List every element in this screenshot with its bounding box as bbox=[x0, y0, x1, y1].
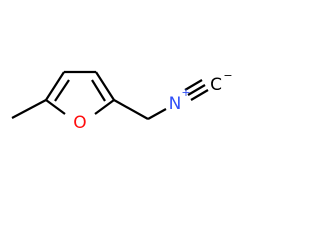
bond-c2-ch2 bbox=[113, 99, 149, 120]
carbon-charge-label: − bbox=[223, 69, 232, 82]
bond-c2-o1 bbox=[94, 99, 115, 115]
bond-c5-o1 bbox=[45, 99, 66, 115]
nitrogen-charge-label: + bbox=[181, 86, 190, 99]
bond-c5-c4 bbox=[45, 71, 65, 101]
atom-carbon-terminal-label: C bbox=[210, 75, 222, 95]
bond-n-c-triple-3 bbox=[190, 89, 209, 101]
bond-c3-c2 bbox=[95, 71, 115, 101]
bond-ch2-n bbox=[147, 108, 167, 120]
bond-c5-c4-inner bbox=[54, 79, 70, 102]
bond-n-c-triple-1 bbox=[187, 84, 206, 96]
atom-nitrogen-label: N bbox=[169, 94, 182, 114]
atom-oxygen-label: O bbox=[73, 113, 86, 133]
bond-methyl-c5 bbox=[11, 99, 47, 119]
bond-n-c-triple-2 bbox=[184, 79, 203, 91]
structure-canvas: O N + C − bbox=[11, 69, 233, 133]
bond-c3-c2-inner bbox=[91, 79, 106, 102]
molecule-structure: O N + C − bbox=[11, 69, 233, 133]
